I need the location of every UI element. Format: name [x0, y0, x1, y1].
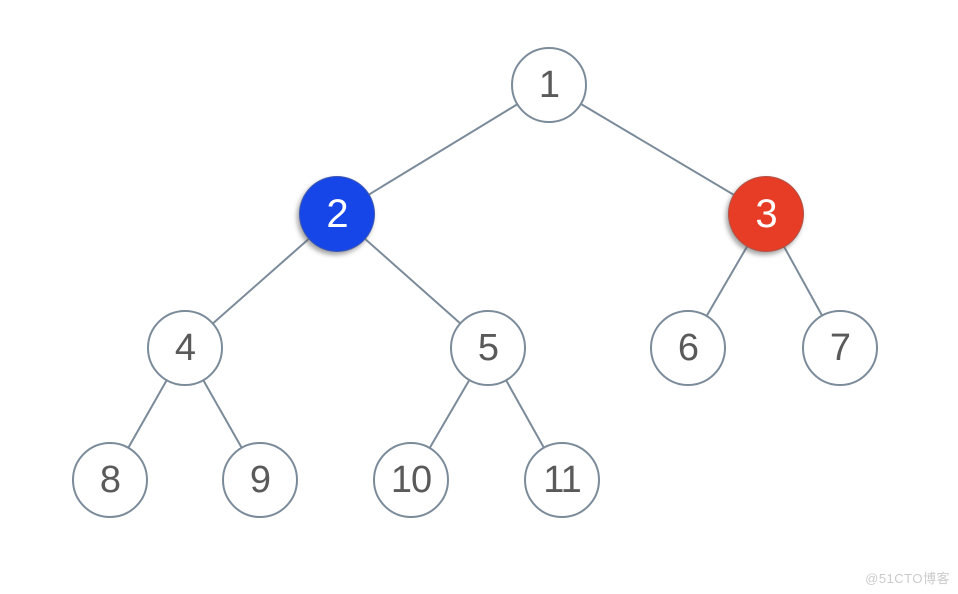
edge-1-2	[336, 84, 550, 215]
node-label: 7	[829, 326, 851, 369]
tree-node-11: 11	[524, 442, 600, 518]
node-label: 1	[538, 63, 560, 106]
watermark: @51CTO博客	[865, 571, 950, 586]
node-label: 2	[326, 191, 348, 236]
node-label: 5	[477, 326, 499, 369]
tree-node-1: 1	[511, 47, 587, 123]
node-label: 9	[249, 458, 271, 501]
node-label: 4	[174, 326, 196, 369]
tree-node-5: 5	[450, 310, 526, 386]
tree-node-9: 9	[222, 442, 298, 518]
tree-node-8: 8	[72, 442, 148, 518]
node-label: 10	[390, 458, 432, 501]
tree-node-2-highlighted-blue: 2	[299, 176, 375, 252]
tree-node-4: 4	[147, 310, 223, 386]
tree-node-10: 10	[373, 442, 449, 518]
tree-node-7: 7	[802, 310, 878, 386]
node-label: 3	[755, 191, 777, 236]
node-label: 11	[543, 458, 581, 501]
edge-1-3	[548, 84, 767, 215]
tree-node-6: 6	[650, 310, 726, 386]
tree-node-3-highlighted-red: 3	[728, 176, 804, 252]
node-label: 6	[677, 326, 699, 369]
node-label: 8	[99, 458, 121, 501]
